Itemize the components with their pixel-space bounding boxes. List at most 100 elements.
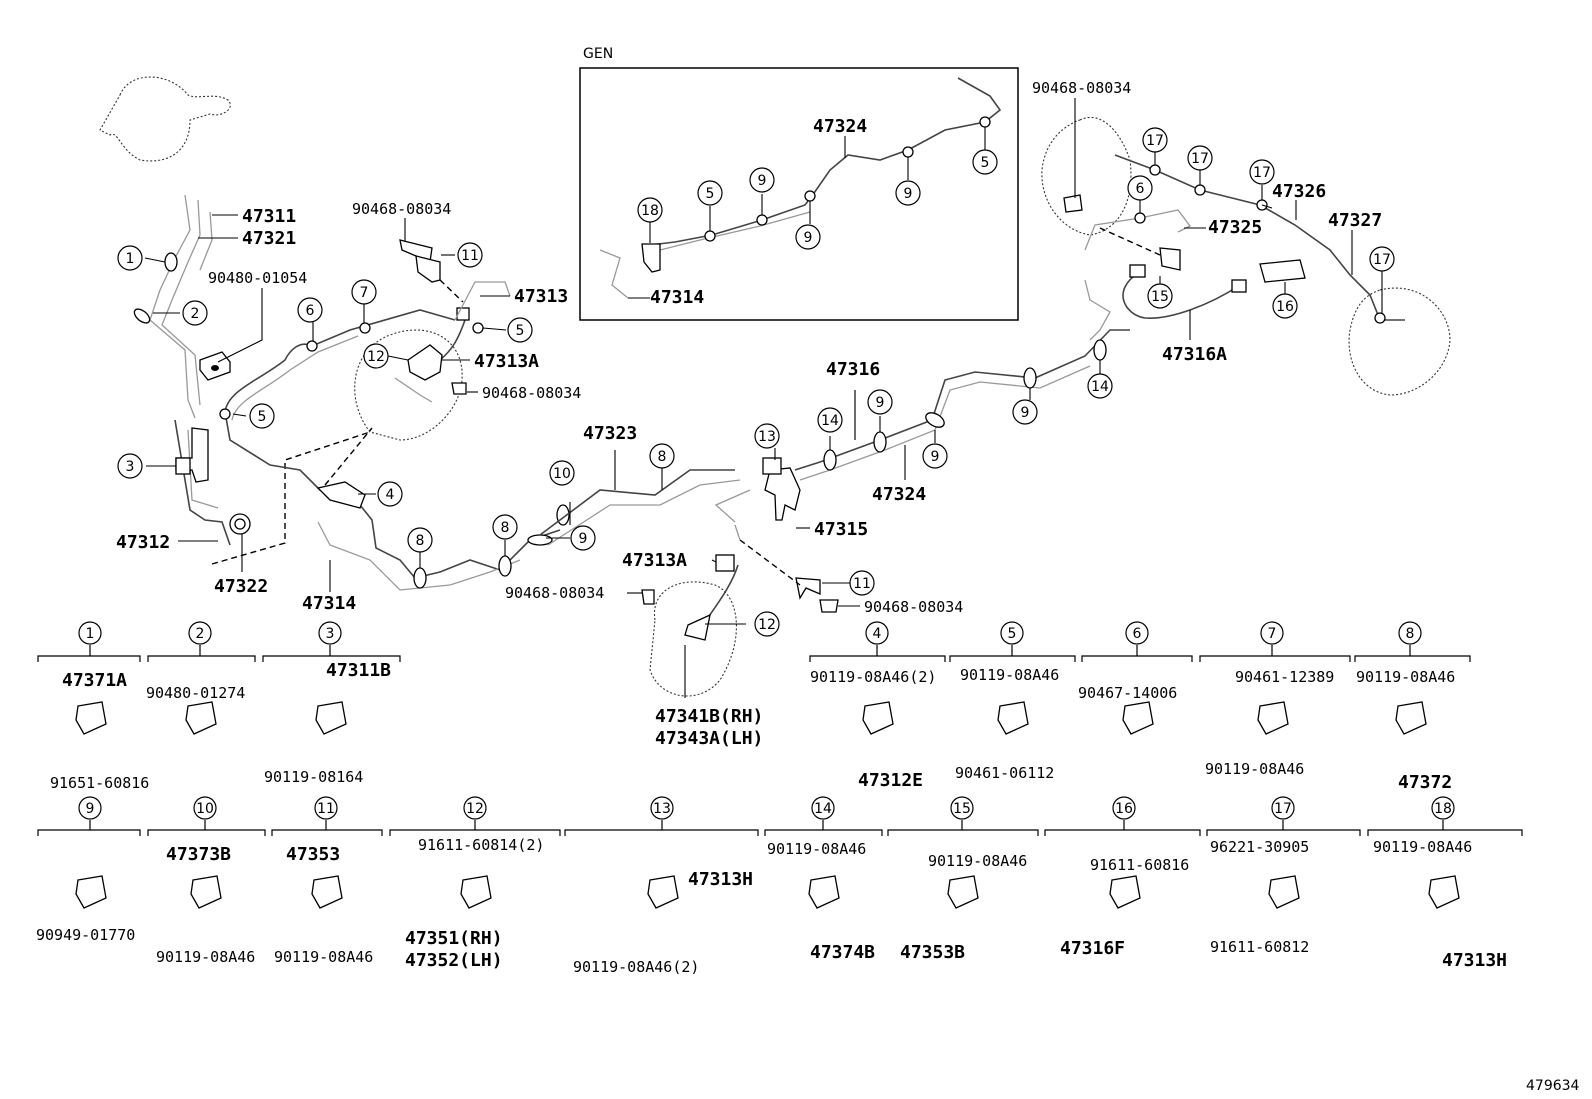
callout-c9d: 9 [1012, 399, 1038, 425]
legend-callout-number: 6 [1133, 626, 1142, 642]
legend-bracket-16 [1044, 820, 1201, 836]
gen-tube [599, 77, 1002, 299]
legend-bracket-8 [1354, 645, 1471, 662]
clip-1-part [164, 252, 178, 272]
brake-hose-47313A-lower [649, 554, 739, 697]
legend-callout-circle [463, 796, 487, 820]
legend-callout-circle [811, 796, 835, 820]
legend-part-number: 90480-01274 [146, 684, 245, 702]
legend-part-number: 47313H [688, 869, 753, 890]
callout-c9b: 9 [867, 389, 893, 415]
legend-callout-circle [1398, 621, 1422, 645]
legend-callout-circle [865, 621, 889, 645]
gen-label: GEN [583, 46, 613, 62]
legend-bracket-11 [271, 820, 383, 836]
clamp-90480-01054 [199, 351, 231, 381]
label-47343A: 47343A(LH) [655, 728, 763, 749]
clip-90468-mid [451, 382, 467, 395]
label-90468-mid: 90468-08034 [482, 384, 581, 402]
legend-callout-number: 17 [1274, 801, 1292, 817]
legend-part-glyph [75, 875, 107, 909]
label-47322: 47322 [214, 576, 268, 597]
callout-c6: 6 [297, 297, 323, 323]
label-47325: 47325 [1208, 217, 1262, 238]
legend-part-number: 90119-08164 [264, 768, 363, 786]
bracket-11-top [399, 239, 441, 283]
callout-number: 8 [501, 520, 510, 536]
callout-number: 12 [367, 349, 385, 365]
legend-part-number: 91611-60812 [1210, 938, 1309, 956]
label-47315: 47315 [814, 519, 868, 540]
label-47314-main: 47314 [302, 593, 356, 614]
label-47316: 47316 [826, 359, 880, 380]
legend-bracket-13 [564, 820, 759, 836]
legend-part-number: 90949-01770 [36, 926, 135, 944]
label-47314-gen: 47314 [650, 287, 704, 308]
legend-part-glyph [75, 701, 107, 735]
legend-bracket-1 [37, 645, 141, 662]
label-47311: 47311 [242, 206, 296, 227]
gen-variant-box [579, 67, 1019, 321]
clip-90468-topright [1063, 194, 1083, 213]
callout-c14b: 14 [1087, 373, 1113, 399]
callout-c12a: 12 [363, 343, 389, 369]
legend-part-number: 47353B [900, 942, 965, 963]
callout-c14a: 14 [817, 407, 843, 433]
legend-part-glyph [1109, 875, 1141, 909]
legend-part-number: 90119-08A46(2) [810, 668, 936, 686]
callout-c8a: 8 [407, 527, 433, 553]
legend-part-number: 47313H [1442, 950, 1507, 971]
callout-c5b: 5 [249, 403, 275, 429]
callout-g5b: 5 [972, 149, 998, 175]
legend-part-number: 90119-08A46 [1356, 668, 1455, 686]
legend-part-number: 47352(LH) [405, 950, 503, 971]
legend-callout-circle [193, 796, 217, 820]
callout-c10: 10 [549, 460, 575, 486]
legend-bracket-7 [1199, 645, 1351, 662]
callout-c11a: 11 [457, 242, 483, 268]
junction-block-47315 [762, 457, 801, 521]
legend-part-number: 90467-14006 [1078, 684, 1177, 702]
legend-part-glyph [1268, 875, 1300, 909]
callout-number: 5 [516, 323, 525, 339]
wheel-cylinder-rear-left-outline [354, 329, 463, 441]
legend-callout-number: 5 [1008, 626, 1017, 642]
callout-number: 9 [876, 395, 885, 411]
callout-number: 9 [1021, 405, 1030, 421]
tube-47313 [454, 281, 511, 321]
legend-callout-number: 2 [196, 626, 205, 642]
legend-part-number: 90119-08A46(2) [573, 958, 699, 976]
legend-part-glyph [185, 701, 217, 735]
legend-bracket-9 [37, 820, 141, 836]
legend-callout-circle [1260, 621, 1284, 645]
callout-g9c: 9 [895, 180, 921, 206]
legend-callout-number: 9 [86, 801, 95, 817]
joints-top-right [1134, 164, 1386, 324]
label-90468-top: 90468-08034 [352, 200, 451, 218]
callout-g5a: 5 [697, 180, 723, 206]
legend-callout-number: 11 [317, 801, 335, 817]
callout-number: 12 [758, 617, 776, 633]
legend-part-number: 90119-08A46 [1205, 760, 1304, 778]
legend-part-glyph [947, 875, 979, 909]
callout-number: 17 [1253, 165, 1271, 181]
callout-number: 9 [904, 186, 913, 202]
callout-r17b: 17 [1187, 145, 1213, 171]
label-47324-gen: 47324 [813, 116, 867, 137]
legend-part-number: 91611-60816 [1090, 856, 1189, 874]
legend-bracket-17 [1206, 820, 1361, 836]
callout-number: 16 [1276, 299, 1294, 315]
legend-part-glyph [1428, 875, 1460, 909]
legend-part-glyph [1122, 701, 1154, 735]
callout-number: 11 [461, 248, 479, 264]
label-90480-01054: 90480-01054 [208, 269, 307, 287]
callout-c11b: 11 [849, 570, 875, 596]
legend-callout-circle [78, 796, 102, 820]
callout-c12b: 12 [754, 611, 780, 637]
callout-number: 2 [191, 306, 200, 322]
bracket-11-lower [795, 577, 821, 600]
legend-part-glyph [1395, 701, 1427, 735]
legend-part-glyph [315, 701, 347, 735]
legend-part-glyph [1257, 701, 1289, 735]
diagram-id: 479634 [1526, 1078, 1580, 1094]
